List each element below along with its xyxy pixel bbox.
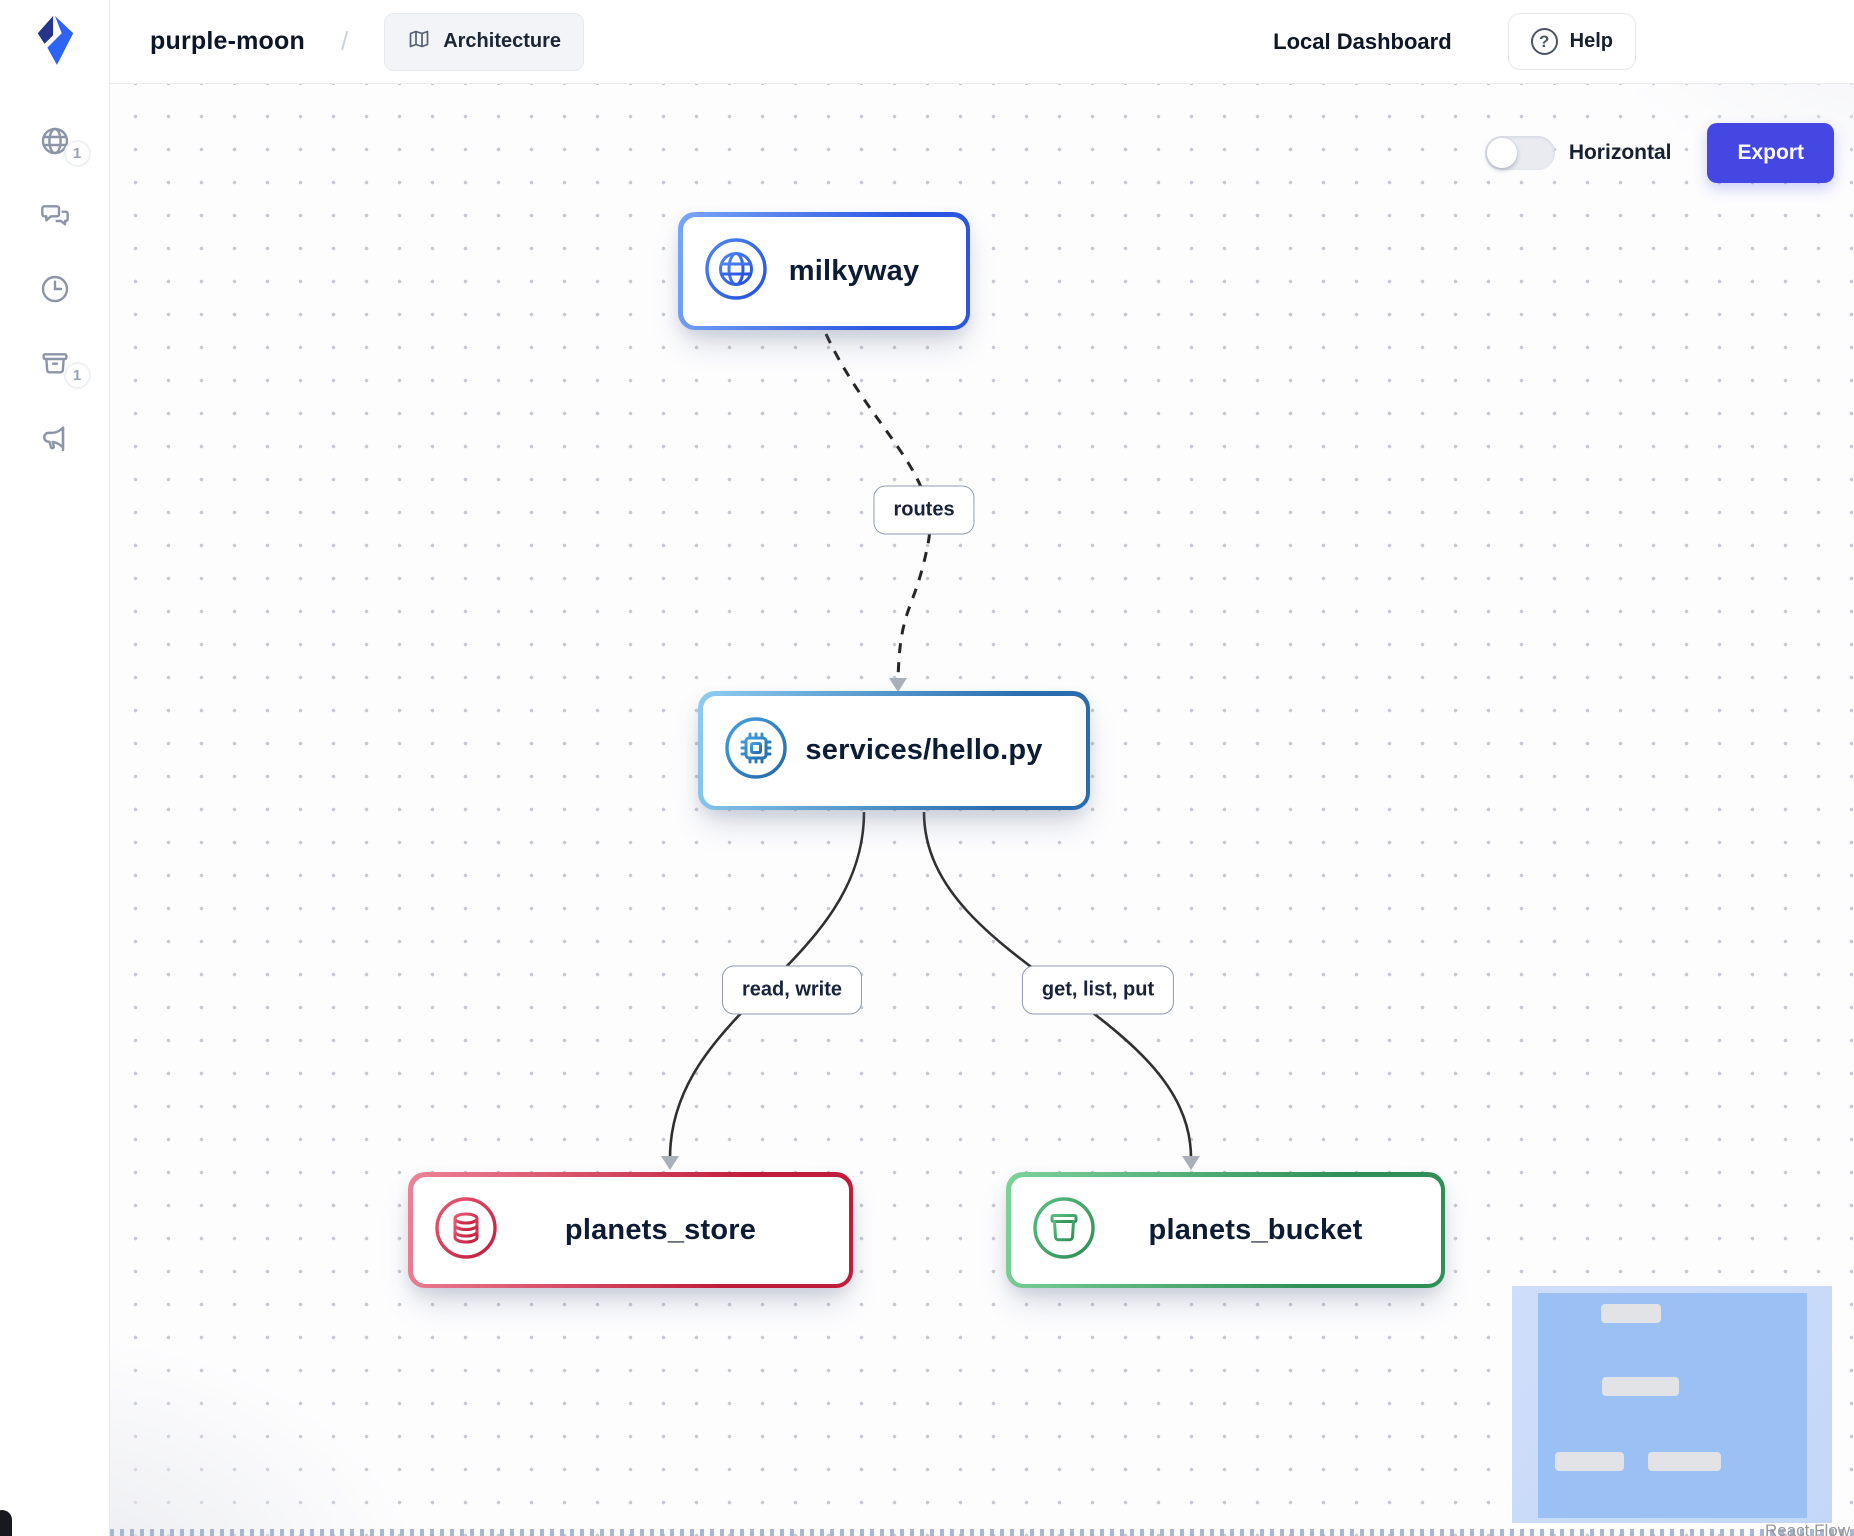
- sidebar-item-websockets[interactable]: [38, 200, 72, 234]
- edge-read-write-arrowhead: [661, 1156, 679, 1170]
- node-services-hello[interactable]: services/hello.py: [698, 691, 1090, 810]
- edge-label-read-write[interactable]: read, write: [721, 965, 863, 1015]
- top-header: purple-moon / Architecture Local Dashboa…: [110, 0, 1854, 84]
- bucket-icon: [1031, 1195, 1097, 1266]
- chip-icon: [723, 715, 789, 786]
- edge-label-routes[interactable]: routes: [873, 485, 975, 535]
- globe-icon: [703, 236, 769, 307]
- node-milkyway-label: milkyway: [788, 254, 920, 287]
- clock-icon: [39, 273, 71, 310]
- minimap[interactable]: [1512, 1286, 1832, 1523]
- minimap-node-store: [1555, 1452, 1624, 1471]
- chat-bubbles-icon: [39, 199, 71, 236]
- edge-routes-path: [824, 333, 932, 681]
- node-services-hello-label: services/hello.py: [805, 734, 1043, 766]
- edge-get-list-put-arrowhead: [1182, 1156, 1200, 1170]
- sidebar-item-topics[interactable]: [38, 422, 72, 456]
- bottom-edge-ticks: [110, 1529, 1854, 1536]
- horizontal-toggle[interactable]: [1484, 136, 1555, 170]
- horizontal-toggle-label: Horizontal: [1568, 141, 1672, 164]
- node-planets-bucket[interactable]: planets_bucket: [1006, 1172, 1445, 1288]
- map-icon: [407, 27, 431, 57]
- app-logo[interactable]: [0, 0, 109, 84]
- megaphone-icon: [39, 421, 71, 458]
- sidebar-item-storage[interactable]: 1: [38, 347, 91, 389]
- node-planets-bucket-label: planets_bucket: [1148, 1213, 1363, 1246]
- sidebar: 1: [0, 0, 110, 1536]
- minimap-viewport: [1538, 1293, 1807, 1518]
- toggle-knob: [1486, 138, 1517, 168]
- main-column: purple-moon / Architecture Local Dashboa…: [110, 0, 1854, 1536]
- flow-canvas[interactable]: milkyway serv: [110, 84, 1854, 1536]
- header-right: Local Dashboard ? Help: [1273, 13, 1832, 70]
- help-button[interactable]: ? Help: [1507, 13, 1636, 70]
- node-planets-store-label: planets_store: [564, 1213, 757, 1246]
- help-button-label: Help: [1569, 30, 1613, 52]
- node-milkyway[interactable]: milkyway: [678, 212, 970, 330]
- sidebar-item-apis[interactable]: 1: [38, 125, 91, 167]
- edge-label-get-list-put[interactable]: get, list, put: [1021, 965, 1175, 1015]
- edge-routes-arrowhead: [889, 678, 907, 692]
- nitric-arrow-logo: [32, 12, 78, 73]
- storage-box-icon: [39, 347, 71, 384]
- minimap-node-bucket: [1648, 1452, 1721, 1471]
- globe-icon: [39, 125, 71, 162]
- database-icon: [433, 1195, 499, 1266]
- breadcrumb-separator: /: [340, 26, 349, 56]
- sidebar-item-schedules[interactable]: [38, 274, 72, 308]
- project-name: purple-moon: [150, 27, 305, 55]
- sidebar-rail: 1: [38, 84, 91, 456]
- minimap-node-milkyway: [1601, 1304, 1661, 1323]
- storage-count-badge: 1: [63, 362, 91, 389]
- question-circle-icon: ?: [1530, 28, 1558, 55]
- corner-overlay: [0, 1510, 12, 1536]
- export-button[interactable]: Export: [1707, 123, 1834, 183]
- canvas-controls: Horizontal Export: [1484, 123, 1834, 183]
- minimap-node-services: [1602, 1377, 1679, 1396]
- dashboard-title: Local Dashboard: [1273, 28, 1452, 54]
- apis-count-badge: 1: [63, 140, 91, 167]
- architecture-tab[interactable]: Architecture: [384, 12, 585, 71]
- node-planets-store[interactable]: planets_store: [408, 1172, 853, 1288]
- react-flow-attribution: React Flow: [1764, 1521, 1850, 1536]
- architecture-tab-label: Architecture: [443, 30, 562, 52]
